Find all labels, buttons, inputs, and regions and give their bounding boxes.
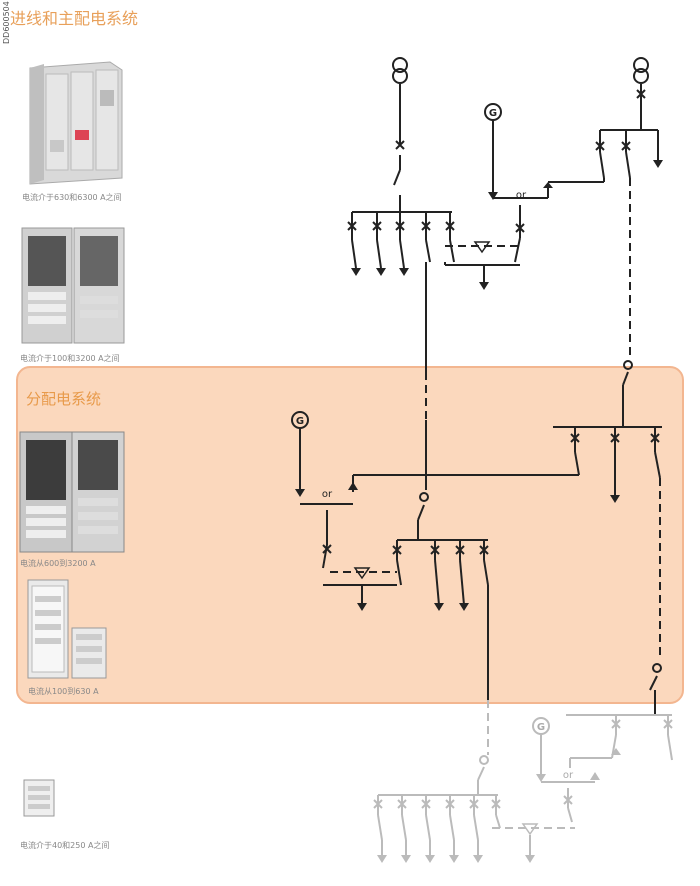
cabinet-1-caption: 电流介于630和6300 A之间	[22, 193, 122, 202]
cabinet-4-caption: 电流从100到630 A	[28, 687, 99, 696]
cabinet-enclosure-5-image	[22, 778, 58, 822]
cabinet-2-caption: 电流介于100和3200 A之间	[20, 354, 120, 363]
or-label-1: or	[516, 190, 527, 201]
cabinet-switchboard-3-image	[18, 428, 126, 560]
generator-3-label: G	[537, 722, 545, 733]
distribution-title: 分配电系统	[26, 390, 102, 408]
or-label-2: or	[322, 489, 333, 500]
or-label-3: or	[563, 770, 574, 781]
cabinet-3-caption: 电流从600到3200 A	[20, 559, 96, 568]
cabinet-switchboard-2-image	[18, 222, 128, 351]
generator-1-label: G	[489, 108, 497, 119]
cabinet-main-switchboard-image	[20, 60, 125, 189]
page-title: 进线和主配电系统	[10, 9, 139, 28]
cabinet-switchboard-4-image	[22, 576, 112, 688]
distribution-panel	[16, 366, 684, 704]
cabinet-5-caption: 电流介于40和250 A之间	[20, 841, 110, 850]
generator-2-label: G	[296, 416, 304, 427]
